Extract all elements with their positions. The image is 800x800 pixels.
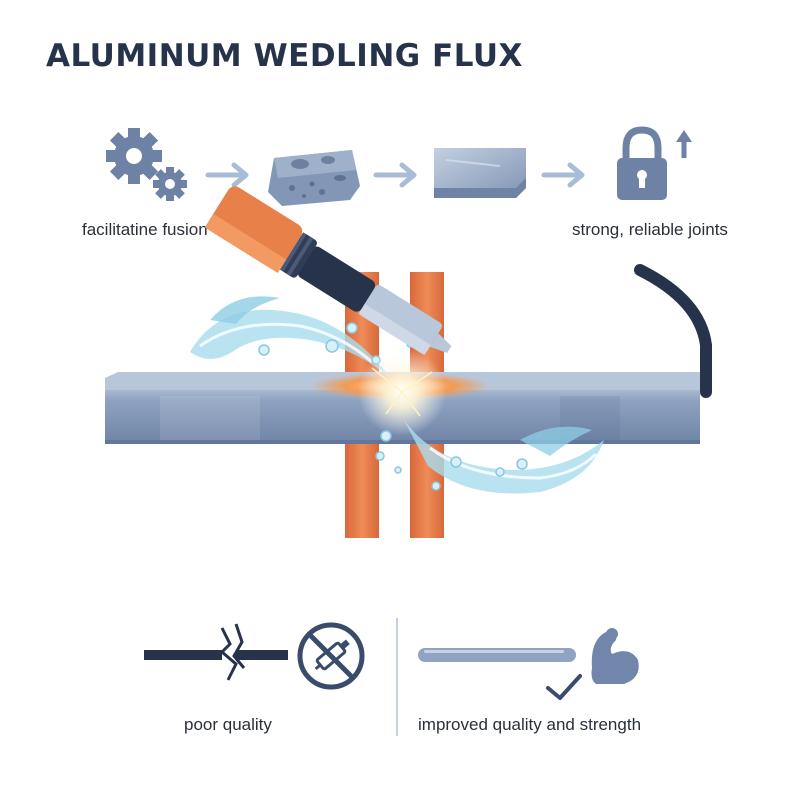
smooth-weld-bar-icon: [418, 648, 576, 662]
caption-improved-quality: improved quality and strength: [418, 715, 642, 734]
broken-joint-icon: [144, 623, 288, 681]
arrow-right-icon: [373, 162, 417, 188]
checkmark-icon: [546, 674, 582, 700]
gears-icon: [106, 128, 187, 201]
lock-upgrade-icon: [617, 126, 692, 200]
sparks: [371, 367, 433, 417]
caption-strong-joints: strong, reliable joints: [572, 220, 728, 239]
arrow-right-icon: [205, 162, 249, 188]
weld-scene: [105, 186, 712, 538]
smooth-aluminum-plate-icon: [434, 148, 526, 198]
arrow-right-icon: [541, 162, 585, 188]
flexed-arm-icon: [591, 628, 639, 684]
no-torch-icon: [297, 622, 365, 690]
copper-plate-left-lower: [345, 444, 379, 538]
welding-torch: [204, 186, 712, 398]
caption-facilitating-fusion: facilitatine fusion: [82, 220, 208, 239]
page-title: ALUMINUM WEDLING FLUX: [46, 38, 523, 74]
rough-aluminum-block-icon: [268, 150, 360, 206]
caption-poor-quality: poor quality: [184, 715, 272, 734]
